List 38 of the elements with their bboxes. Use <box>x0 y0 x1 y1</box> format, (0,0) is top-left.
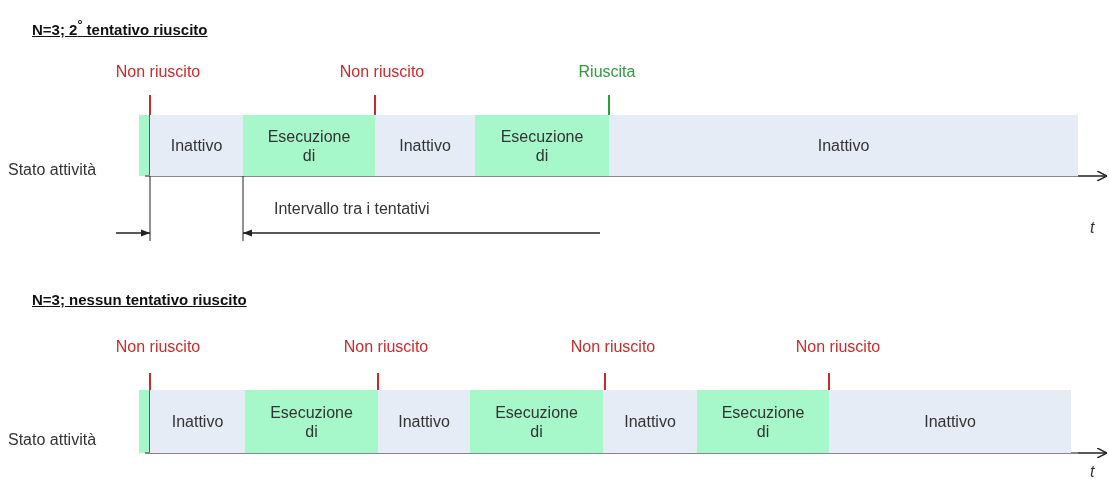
event-label: Non riuscito <box>115 62 201 81</box>
event-label: Riuscita <box>578 62 636 81</box>
segment-label: Esecuzione di <box>494 402 579 441</box>
segment-label: Inattivo <box>624 412 676 431</box>
row-label: Stato attività <box>8 160 97 179</box>
axis-label: t <box>1090 218 1095 237</box>
segment-label: Inattivo <box>170 136 223 155</box>
idle-segment <box>378 390 470 453</box>
event-label: Non riuscito <box>339 62 425 81</box>
idle-segment <box>375 115 475 176</box>
row-label: Stato attività <box>8 430 97 449</box>
running-segment <box>470 390 603 453</box>
segment-label: Esecuzione di <box>499 126 585 165</box>
running-segment <box>697 390 829 453</box>
segment-label: Inattivo <box>817 136 870 155</box>
segment-label: Esecuzione di <box>720 402 806 441</box>
axis-label: t <box>1090 462 1095 481</box>
event-label: Non riuscito <box>795 337 881 356</box>
idle-segment <box>603 390 697 453</box>
event-label: Non riuscito <box>570 337 656 356</box>
segment-label: Inattivo <box>924 412 976 431</box>
running-segment <box>475 115 609 176</box>
section-heading: N=3; 2$^{°}$ tentativo riuscito <box>32 17 208 39</box>
event-label: Non riuscito <box>115 337 201 356</box>
idle-segment <box>609 115 1078 176</box>
event-label: Non riuscito <box>343 337 429 356</box>
running-segment <box>243 115 375 176</box>
segment-label: Inattivo <box>171 412 224 431</box>
idle-segment <box>150 115 243 176</box>
idle-segment <box>829 390 1071 453</box>
idle-segment <box>150 390 245 453</box>
segment-label: Inattivo <box>398 412 450 431</box>
segment-label: Esecuzione di <box>266 126 352 165</box>
section-heading: N=3; nessun tentativo riuscito <box>32 290 247 309</box>
interval-label: Intervallo tra i tentativi <box>274 199 430 218</box>
running-segment <box>245 390 378 453</box>
segment-label: Esecuzione di <box>269 402 354 441</box>
segment-label: Inattivo <box>399 136 451 155</box>
